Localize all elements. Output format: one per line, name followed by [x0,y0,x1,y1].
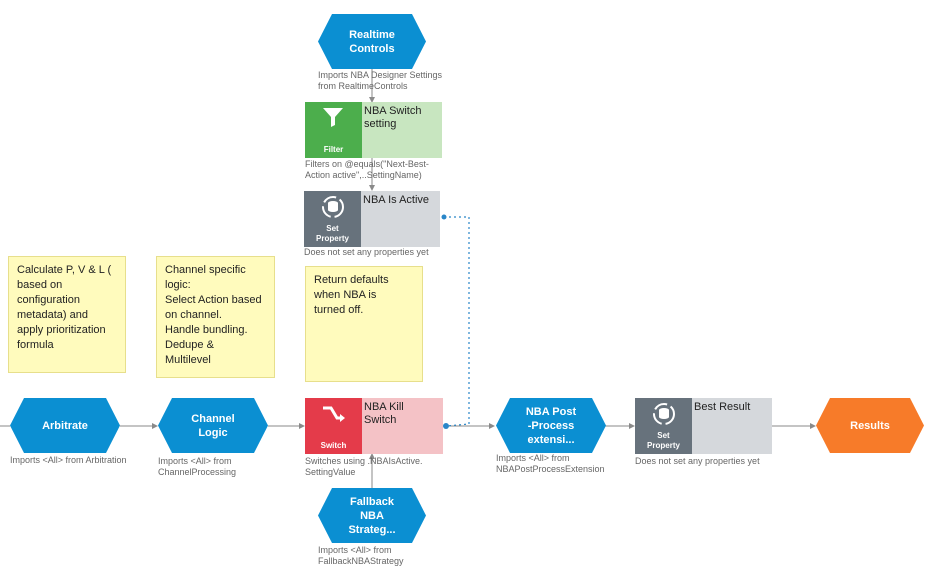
nba-is-active-desc: Does not set any properties yet [304,247,429,257]
results-node[interactable]: Results [816,398,924,453]
best-result-title: Best Result [694,401,751,413]
note-channel[interactable]: Channel specific logic: Select Action ba… [156,256,275,378]
kill-switch-type-label: Switch [320,441,347,450]
nba-is-active-node[interactable]: Set Property NBA Is Active [304,191,440,247]
post-process-desc: Imports <All> from NBAPostProcessExtensi… [496,453,605,474]
post-process-label: NBA Post -Process extensi... [525,405,577,446]
post-process-node[interactable]: NBA Post -Process extensi... [496,398,606,453]
best-result-node[interactable]: Set Property Best Result [635,398,772,454]
set-property-icon [322,196,344,218]
set-property-icon [653,403,675,425]
switch-icon-box: Switch [305,398,362,454]
kill-switch-title: NBA Kill Switch [364,401,404,426]
fallback-label: Fallback NBA Strateg... [348,495,396,536]
results-label: Results [850,419,890,432]
filter-node[interactable]: Filter NBA Switch setting [305,102,442,158]
connector-dot-active[interactable] [441,214,447,220]
filter-type-label: Filter [323,145,344,154]
kill-switch-desc: Switches using .NBAIsActive. SettingValu… [305,456,423,477]
kill-switch-node[interactable]: Switch NBA Kill Switch [305,398,443,454]
fallback-desc: Imports <All> from FallbackNBAStrategy [318,545,404,566]
channel-logic-node[interactable]: Channel Logic [158,398,268,453]
realtime-controls-label: Realtime Controls [349,28,395,55]
realtime-controls-desc: Imports NBA Designer Settings from Realt… [318,70,443,91]
nba-is-active-title: NBA Is Active [363,194,430,206]
arbitrate-desc: Imports <All> from Arbitration [10,455,127,465]
nba-is-active-type-label: Set Property [316,224,349,243]
filter-title: NBA Switch setting [364,105,422,130]
connector-dot-switch[interactable] [443,423,449,429]
note-defaults[interactable]: Return defaults when NBA is turned off. [305,266,423,382]
switch-icon [323,406,345,422]
filter-desc: Filters on @equals("Next-Best- Action ac… [305,159,429,180]
channel-logic-desc: Imports <All> from ChannelProcessing [158,456,237,477]
arbitrate-node[interactable]: Arbitrate [10,398,120,453]
arbitrate-label: Arbitrate [42,419,88,432]
best-result-type-label: Set Property [647,431,680,450]
best-result-desc: Does not set any properties yet [635,456,760,466]
fallback-node[interactable]: Fallback NBA Strateg... [318,488,426,543]
set-property-icon-box: Set Property [304,191,361,247]
dotted-connector-active-to-switch [444,216,470,427]
funnel-icon [323,108,343,127]
note-pvl[interactable]: Calculate P, V & L ( based on configurat… [8,256,126,373]
filter-icon-box: Filter [305,102,362,158]
realtime-controls-node[interactable]: Realtime Controls [318,14,426,69]
set-property-icon-box: Set Property [635,398,692,454]
channel-logic-label: Channel Logic [191,412,235,439]
